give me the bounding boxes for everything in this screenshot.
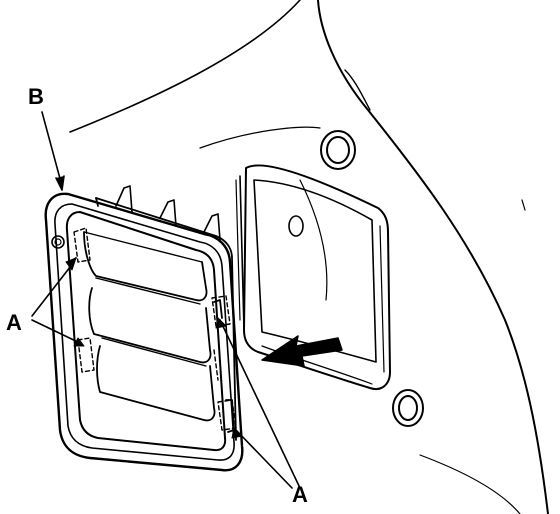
callout-label-b: B	[28, 84, 44, 109]
vent-frame	[44, 192, 244, 472]
callout-label-a-bottom: A	[292, 482, 308, 507]
body-plug-top	[320, 130, 356, 170]
removal-arrow-icon	[261, 335, 343, 367]
hidden-clips	[73, 227, 237, 431]
body-plug-bottom	[392, 389, 424, 427]
vent-louvers	[83, 231, 216, 422]
body-opening	[235, 164, 391, 390]
clip-icon	[115, 185, 221, 241]
body-panel	[69, 0, 549, 514]
callout-label-a-left: A	[6, 310, 22, 335]
leader-lines	[31, 111, 301, 489]
leader-arrowheads	[65, 257, 243, 439]
